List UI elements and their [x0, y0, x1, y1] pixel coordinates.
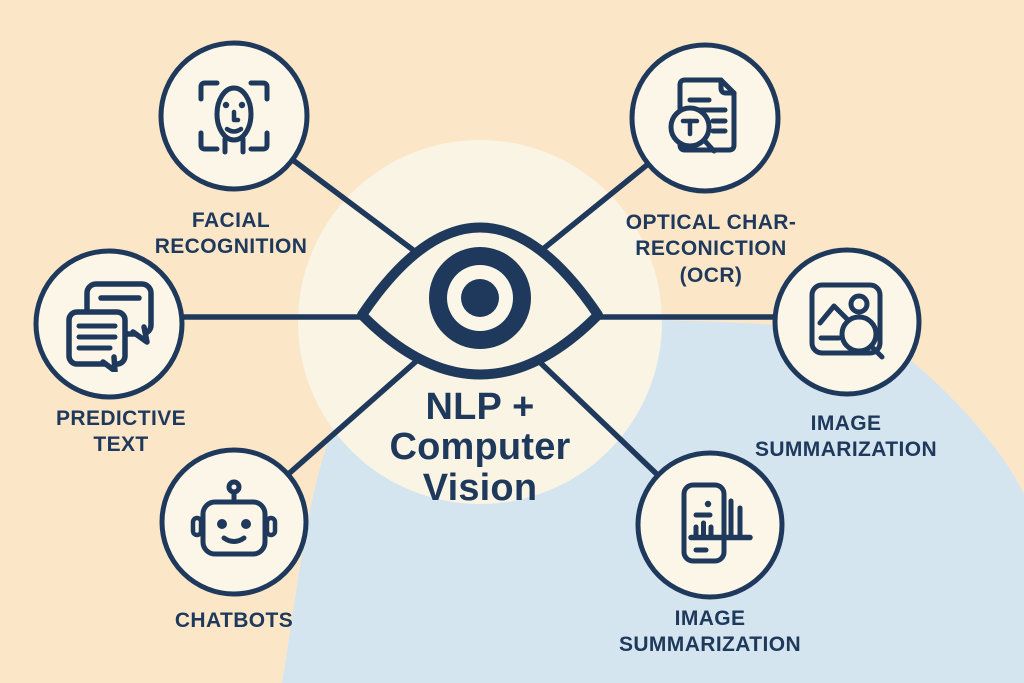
label-image-summarization-right: IMAGE SUMMARIZATION	[754, 412, 938, 462]
label-chatbots: CHATBOTS	[174, 609, 294, 632]
node-circle-predictive-text	[33, 248, 185, 400]
node-circle-chatbots	[159, 447, 309, 597]
center-title: NLP + Computer Vision	[389, 386, 571, 509]
label-ocr: OPTICAL CHAR- RECONICTION (OCR)	[625, 211, 797, 287]
node-circle-image-summarization-right	[772, 247, 922, 397]
label-predictive-text: PREDICTIVE TEXT	[55, 407, 187, 457]
node-circle-image-summarization-bottom	[635, 450, 785, 600]
eye-icon	[357, 222, 603, 380]
label-image-summarization-bottom: IMAGE SUMMARIZATION	[618, 607, 802, 657]
node-circle-facial-recognition	[158, 40, 310, 192]
node-circle-ocr	[629, 42, 781, 194]
label-facial-recognition: FACIAL RECOGNITION	[154, 209, 308, 259]
